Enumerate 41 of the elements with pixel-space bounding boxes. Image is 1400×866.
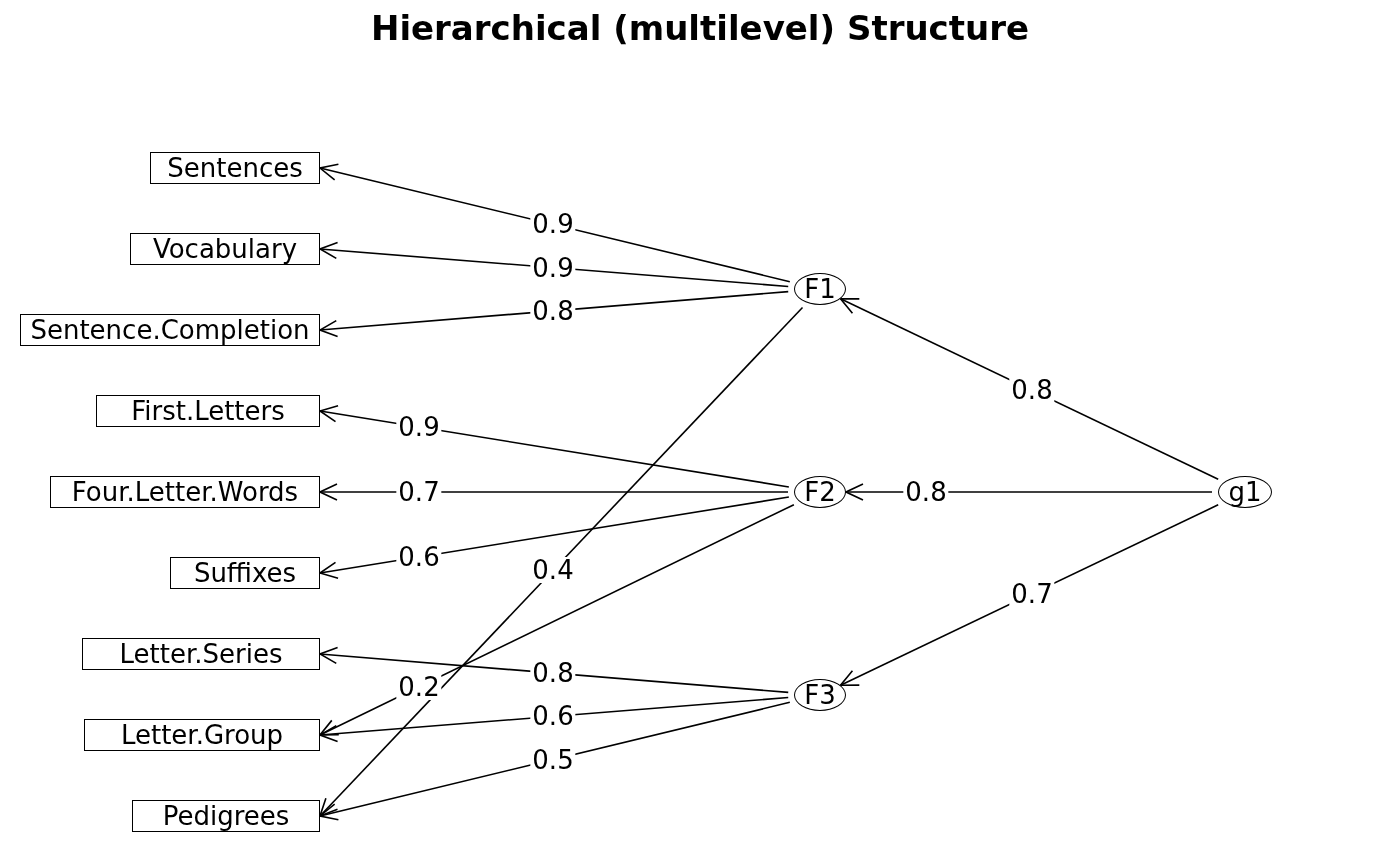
node-label: First.Letters [131,398,285,424]
arrow [319,696,789,743]
variable-box [82,638,320,670]
variable-box [96,395,320,427]
node-label: g1 [1228,479,1262,505]
node-label: Pedigrees [162,803,290,829]
node-label: Sentence.Completion [30,317,310,343]
arrow [319,646,790,694]
arrow [319,503,795,736]
variable-box [84,719,320,751]
arrow [319,701,791,821]
arrow [319,241,789,288]
edge-label: 0.7 [1009,580,1055,607]
variable-box [132,800,320,832]
node-label: Sentences [167,155,303,181]
arrow [319,405,790,488]
variable-box [130,233,320,265]
node-label: Suffixes [193,560,297,586]
node-label: Letter.Series [119,641,283,667]
node-label: F2 [804,479,836,505]
factor-ellipse [794,476,846,508]
diagram-title: Hierarchical (multilevel) Structure [370,8,1030,48]
variable-box [20,314,320,346]
edge-label: 0.8 [1009,377,1055,404]
node-label: Letter.Group [120,722,284,748]
variable-box [50,476,320,508]
arrow [319,483,789,501]
arrow [319,306,804,817]
variable-box [170,557,320,589]
factor-ellipse [1218,476,1272,508]
factor-ellipse [794,273,846,305]
factor-ellipse [794,679,846,711]
arrow [319,290,790,338]
edge-label: 0.2 [396,673,442,700]
node-label: Vocabulary [152,236,298,262]
node-label: F1 [804,276,836,302]
node-label: Four.Letter.Words [71,479,299,505]
variable-box [150,152,320,184]
arrow [319,496,790,579]
node-label: F3 [804,682,836,708]
arrow [319,163,791,283]
